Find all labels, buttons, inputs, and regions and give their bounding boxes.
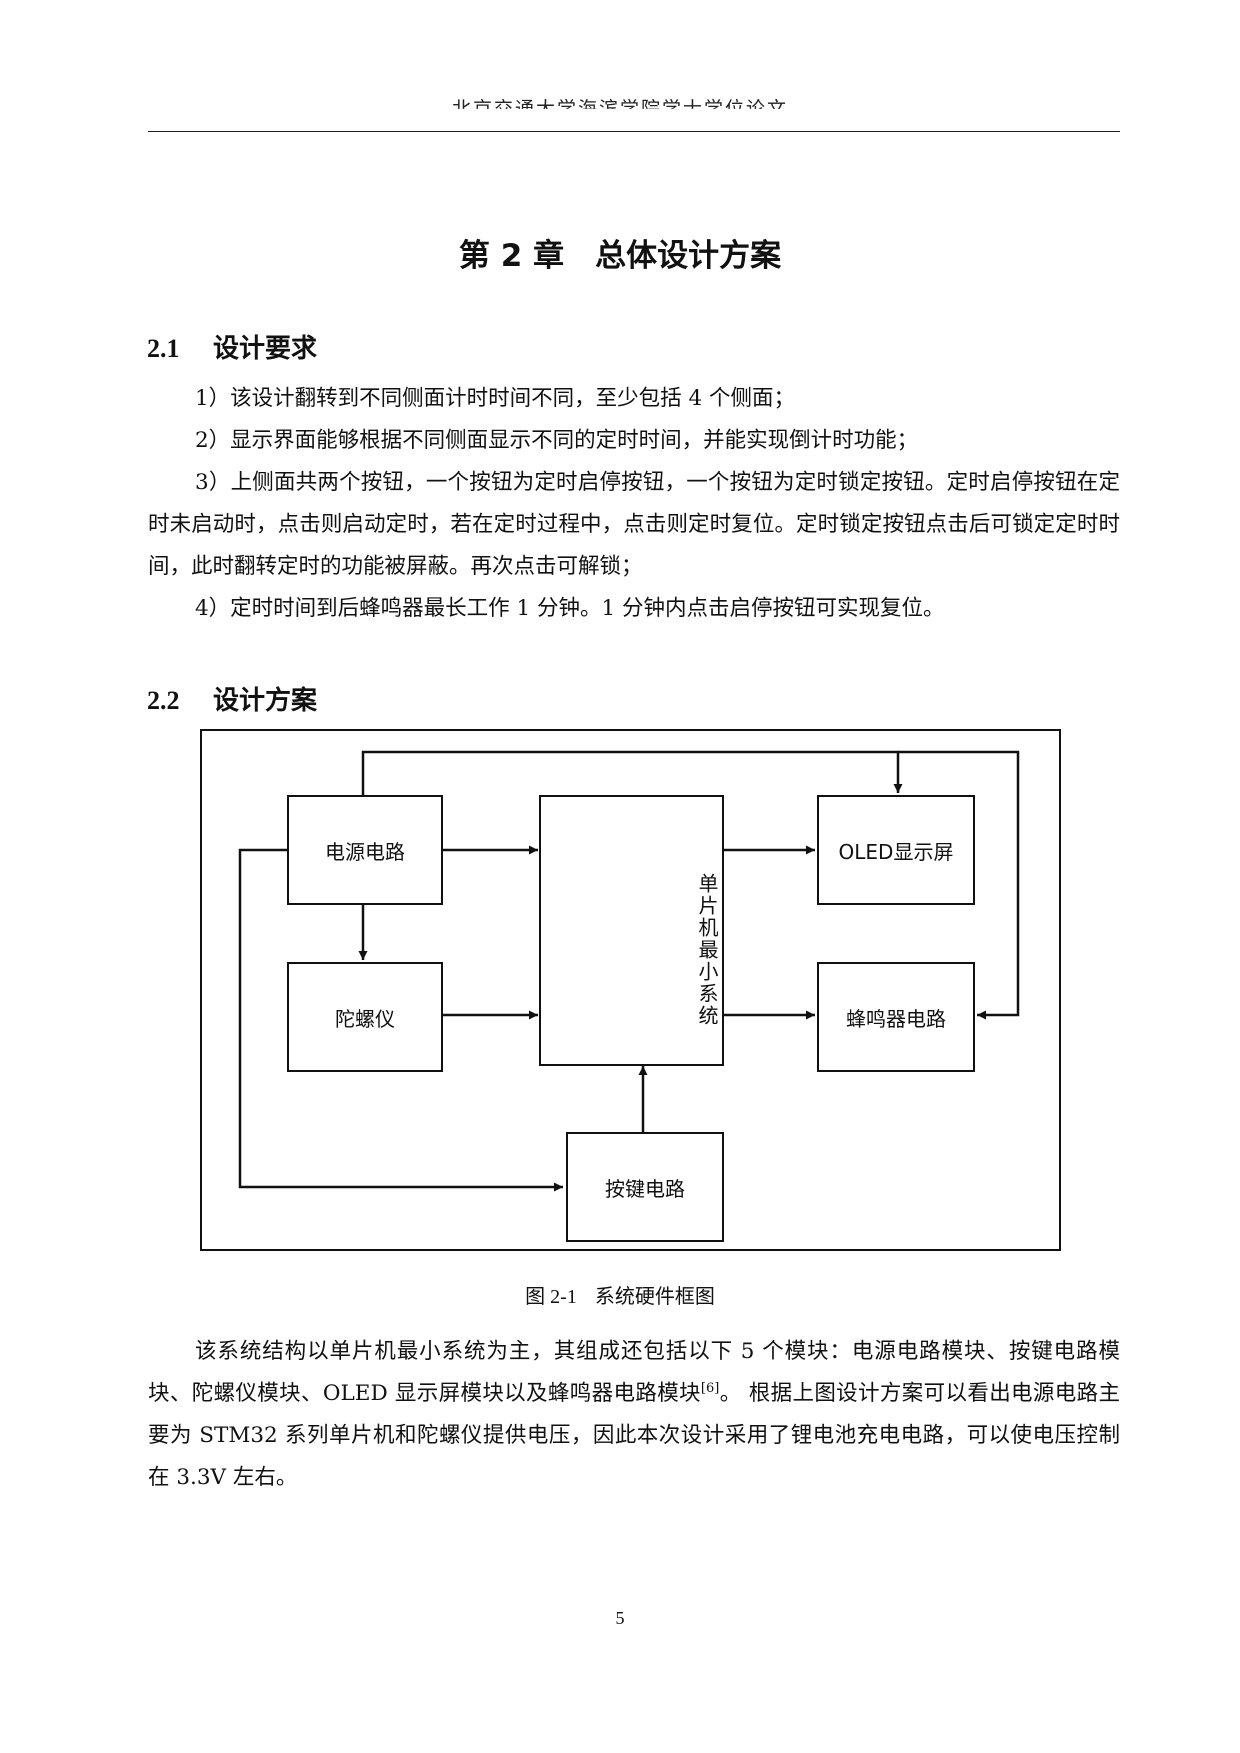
figure-caption: 图 2-1 系统硬件框图 (0, 1280, 1240, 1309)
section-title: 设计方案 (213, 686, 318, 716)
block-gyroscope: 陀螺仪 (287, 962, 443, 1072)
arrow-power-to-oled (361, 750, 903, 795)
figure-number: 图 2-1 (525, 1286, 577, 1308)
body-paragraph: 该系统结构以单片机最小系统为主，其组成还包括以下 5 个模块：电源电路模块、按键… (148, 1331, 1120, 1499)
body-text-part-1: 该系统结构以单片机最小系统为主，其组成还包括以下 5 个模块：电源电路模块、按键… (148, 1339, 1120, 1406)
diagram-frame (200, 729, 1061, 1251)
section-title: 设计要求 (213, 334, 318, 364)
requirement-item-1: 1）该设计翻转到不同侧面计时时间不同，至少包括 4 个侧面； (195, 386, 796, 411)
block-power-circuit: 电源电路 (287, 795, 443, 905)
block-buzzer-circuit: 蜂鸣器电路 (817, 962, 975, 1072)
section-heading-2-1: 2.1 设计要求 (147, 328, 317, 365)
citation-ref: [6] (700, 1380, 720, 1396)
requirement-item-3: 3）上侧面共两个按钮，一个按钮为定时启停按钮，一个按钮为定时锁定按钮。定时启停按… (148, 470, 1120, 579)
block-oled-display: OLED显示屏 (817, 795, 975, 905)
block-mcu-minimum-system: 单片机最小系统 (539, 795, 724, 1066)
section-number: 2.2 (147, 686, 180, 715)
requirement-item-4: 4）定时时间到后蜂鸣器最长工作 1 分钟。1 分钟内点击启停按钮可实现复位。 (195, 596, 945, 621)
header-text: 北京交通大学海滨学院学士学位论文 (451, 98, 788, 120)
section-number: 2.1 (147, 334, 180, 363)
section-heading-2-2: 2.2 设计方案 (147, 680, 317, 717)
figure-title: 系统硬件框图 (594, 1284, 715, 1308)
requirement-item-2: 2）显示界面能够根据不同侧面显示不同的定时时间，并能实现倒计时功能； (195, 428, 919, 453)
arrow-power-to-keys (238, 848, 563, 1192)
page-number: 5 (615, 1608, 625, 1628)
block-key-circuit: 按键电路 (566, 1132, 724, 1242)
header-rule (148, 131, 1120, 132)
body-text-part-2: 。 根据上图设计方案可以看出电源电路主要为 STM32 系列单片机和陀螺仪提供电… (148, 1381, 1120, 1490)
chapter-title: 第 2 章 总体设计方案 (458, 238, 782, 274)
arrow-power-to-buzzer (898, 750, 1020, 1020)
